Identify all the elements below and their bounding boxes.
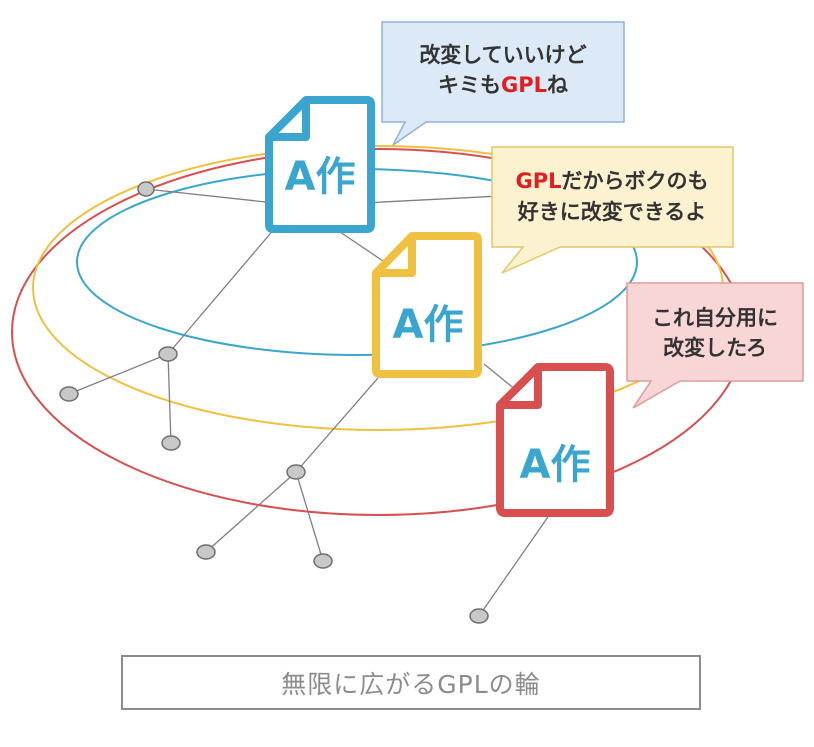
document-icon-blue: A作 xyxy=(265,96,375,233)
network-node xyxy=(59,386,79,402)
network-node xyxy=(469,608,489,624)
network-nodes xyxy=(59,181,489,624)
document-label: A作 xyxy=(393,302,464,348)
bubble-line: 改変したろ xyxy=(663,336,767,360)
caption-text: 無限に広がるGPLの輪 xyxy=(281,669,541,699)
document-icon-red: A作 xyxy=(496,363,614,517)
document-icon-yellow: A作 xyxy=(372,232,482,378)
speech-bubble-pink: これ自分用に 改変したろ xyxy=(626,282,804,409)
bubble-line: キミもGPLね xyxy=(438,73,568,97)
network-node xyxy=(286,464,306,480)
document-label: A作 xyxy=(285,154,356,200)
caption-box: 無限に広がるGPLの輪 xyxy=(121,655,701,710)
bubble-line: 好きに改変できるよ xyxy=(517,200,707,224)
network-node xyxy=(196,544,216,560)
speech-bubble-yellow: GPLだからボクのも 好きに改変できるよ xyxy=(491,146,734,274)
speech-bubble-blue: 改変していいけど キミもGPLね xyxy=(381,21,625,146)
bubble-line: GPLだからボクのも xyxy=(515,169,708,193)
network-node xyxy=(161,435,181,451)
bubble-line: これ自分用に xyxy=(652,306,778,330)
network-node xyxy=(313,553,333,569)
network-node xyxy=(137,181,155,197)
document-label: A作 xyxy=(520,442,591,488)
network-node xyxy=(158,346,178,362)
bubble-line: 改変していいけど xyxy=(419,43,586,67)
